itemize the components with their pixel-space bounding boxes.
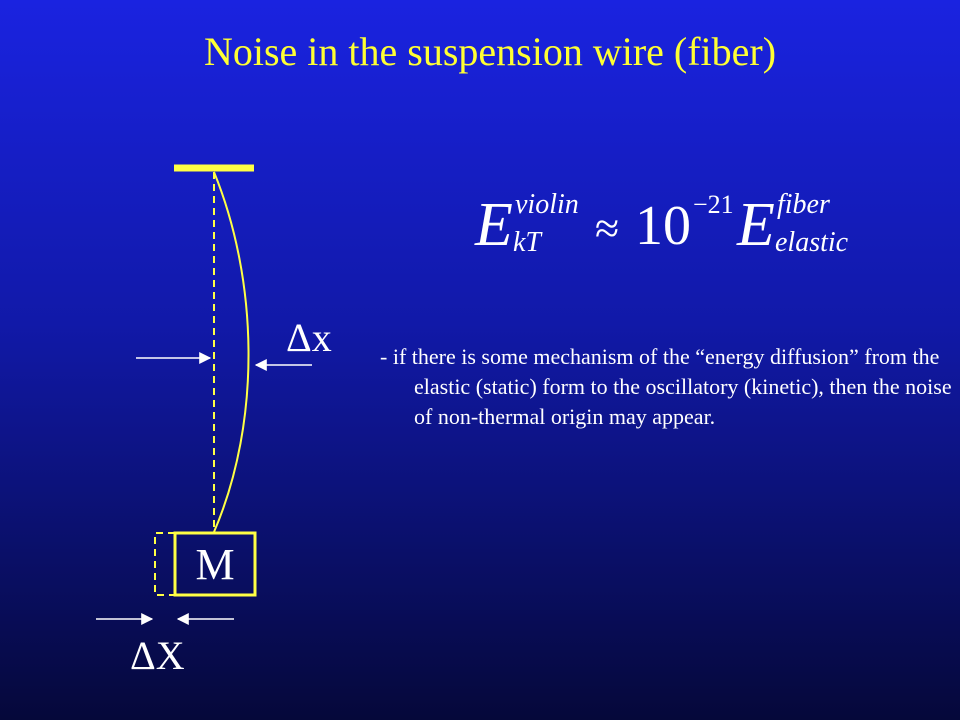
mass-label: M: [195, 540, 235, 589]
explanation-text: - if there is some mechanism of the “ene…: [380, 342, 960, 432]
formula-lhs-symbol: E: [475, 191, 513, 259]
formula-factor-exponent: −21: [693, 190, 734, 219]
explanation-paragraph: - if there is some mechanism of the “ene…: [380, 344, 952, 429]
wire-displacement-label: Δx: [286, 315, 332, 360]
formula-lhs-subscript: kT: [513, 227, 541, 258]
formula-rhs-subscript: elastic: [775, 227, 849, 258]
mass-displacement-label: ΔX: [130, 633, 185, 678]
formula-rhs-symbol: E: [737, 191, 775, 259]
slide-title: Noise in the suspension wire (fiber): [203, 29, 777, 74]
formula-relation: ≈: [595, 204, 620, 253]
formula-lhs-superscript: violin: [515, 189, 579, 220]
mass-box: [173, 531, 257, 597]
displaced-mass-outline: [154, 532, 175, 596]
formula-rhs-superscript: fiber: [777, 189, 830, 220]
formula-factor-base: 10: [635, 195, 691, 257]
suspension-wire: [213, 171, 250, 533]
